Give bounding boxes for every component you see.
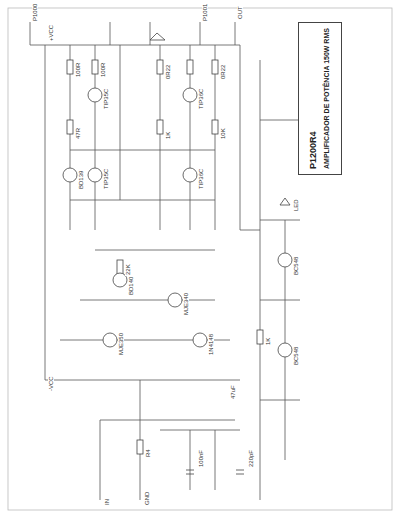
part-label: OUT: [237, 5, 243, 20]
part-label: 100nF: [198, 449, 204, 468]
part-label: TIP36C: [198, 168, 204, 190]
part-label: MJE340: [183, 292, 189, 316]
output-wire: [30, 22, 235, 45]
part-label: GND: [144, 491, 150, 506]
resistor-symbol: [187, 60, 193, 74]
resistor-symbol: [212, 60, 218, 74]
resistor-symbol: [92, 60, 98, 74]
transistor-symbol: [183, 88, 197, 102]
part-label: P1000: [32, 3, 38, 22]
resistor-symbol: [67, 120, 73, 134]
part-label: -VCC: [48, 375, 54, 392]
part-label: 0R22: [165, 64, 171, 80]
part-label: BD139: [78, 170, 84, 190]
transistor-symbol: [103, 333, 117, 347]
capacitor-symbol: [186, 470, 244, 474]
transistor-symbol: [63, 168, 77, 182]
resistor-symbol: [67, 60, 73, 74]
part-label: BD140: [128, 276, 134, 296]
part-label: 100R: [100, 62, 106, 78]
part-label: 47uF: [230, 384, 236, 400]
title-block: AMPLIFICADOR DE POTÊNCIA 150W RMS P1200R4: [298, 22, 342, 175]
transistor-symbol: [278, 253, 292, 267]
part-label: BC548: [293, 346, 299, 366]
part-label: 100R: [75, 62, 81, 78]
part-label: TIP36C: [198, 88, 204, 110]
part-label: R4: [145, 448, 151, 458]
resistor-symbol: [157, 120, 163, 134]
part-label: 47R: [75, 127, 81, 140]
transistor-symbol: [183, 168, 197, 182]
part-label: TIP35C: [103, 168, 109, 190]
transistor-symbol: [88, 88, 102, 102]
relay-symbol: [150, 33, 165, 40]
title-text: AMPLIFICADOR DE POTÊNCIA 150W RMS: [323, 28, 330, 169]
part-label: 22K: [125, 263, 131, 276]
part-label: 10K: [220, 127, 226, 140]
part-label: MJE350: [118, 332, 124, 356]
transistor-symbol: [193, 333, 207, 347]
part-label: 1K: [165, 131, 171, 140]
part-label: +VCC: [48, 24, 54, 42]
transistor-symbol: [168, 293, 182, 307]
part-label: 0R22: [220, 64, 226, 80]
transistor-symbol: [278, 343, 292, 357]
led-symbol: [280, 198, 290, 205]
resistor-symbol: [157, 60, 163, 74]
sheet-frame: [8, 8, 392, 510]
part-label: TIP35C: [103, 88, 109, 110]
part-label: P1001: [202, 3, 208, 22]
transistor-symbol: [88, 168, 102, 182]
resistor-symbol: [257, 330, 263, 344]
rail-wire: [45, 45, 240, 420]
model-text: P1200R4: [309, 131, 318, 169]
signal-wire: [60, 45, 230, 340]
resistor-symbol: [137, 440, 143, 454]
part-label: IN: [104, 498, 110, 506]
resistor-symbol: [212, 120, 218, 134]
part-label: 1N4148: [208, 333, 214, 356]
resistor-symbol: [117, 260, 123, 274]
part-label: LED: [293, 198, 299, 212]
part-label: 1K: [265, 337, 271, 346]
part-label: BC548: [293, 256, 299, 276]
part-label: 220pF: [248, 449, 254, 468]
protection-wire: [240, 60, 300, 500]
input-wire: [100, 380, 240, 500]
